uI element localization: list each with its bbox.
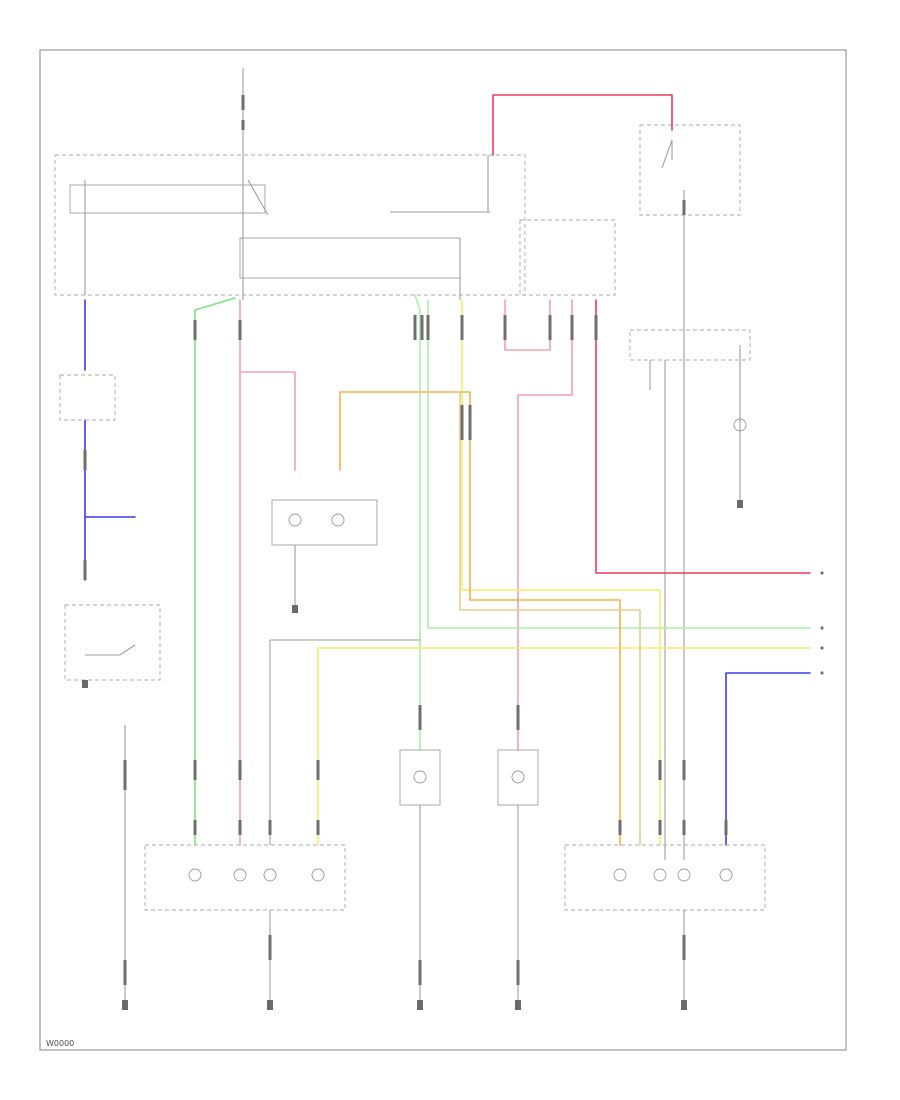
ground-bottom-4 (515, 1000, 521, 1010)
right-terminals (820, 571, 824, 675)
red-wire-top (492, 94, 673, 156)
blue-wire-right (725, 672, 811, 846)
right-side-marker-bulb (511, 770, 525, 784)
ground-bottom-3 (417, 1000, 423, 1010)
relay-inner-left (69, 184, 266, 214)
right-rear-lamp-3 (677, 868, 691, 882)
ground-left-switch (82, 680, 88, 688)
right-rear-lamp-1 (613, 868, 627, 882)
ground-symbol-right-top (737, 500, 743, 508)
figure-code: W0000 (46, 1039, 74, 1048)
pink-wire-loop (504, 299, 551, 351)
red-wire-right (595, 299, 811, 574)
right-rear-combination-lamp (564, 844, 766, 911)
ground-bottom-2 (267, 1000, 273, 1010)
pink-wire-branch (239, 371, 296, 471)
junction-box (54, 154, 526, 296)
left-rear-lamp-2 (233, 868, 247, 882)
flasher-unit (271, 499, 378, 546)
relay-block-right (519, 219, 616, 296)
connector-marks (83, 315, 728, 985)
flasher-right-lamp (331, 513, 345, 527)
ground-bottom-5 (681, 1000, 687, 1010)
pink-wire-center (517, 299, 573, 751)
left-rear-lamp-1 (188, 868, 202, 882)
left-module-box (59, 374, 116, 421)
green-wire-center (414, 294, 421, 751)
flasher-left-lamp (288, 513, 302, 527)
left-switch-box (64, 604, 161, 681)
green-wire-left (194, 297, 236, 846)
yellow-wire-top (461, 299, 661, 846)
turn-relay-box (629, 329, 751, 361)
tan-wire (459, 391, 641, 846)
left-rear-lamp-4 (311, 868, 325, 882)
ground-flasher (292, 605, 298, 613)
left-rear-lamp-3 (263, 868, 277, 882)
right-rear-lamp-4 (719, 868, 733, 882)
yellow-wire-lower (317, 647, 811, 846)
right-rear-lamp-2 (653, 868, 667, 882)
green-wire-long (427, 299, 811, 629)
left-rear-combination-lamp (144, 844, 346, 911)
left-side-marker-bulb (413, 770, 427, 784)
orange-wire (339, 391, 621, 846)
relay-inner-mid (239, 237, 461, 279)
ground-bottom-1 (122, 1000, 128, 1010)
hazard-switch-box (639, 124, 741, 216)
diagram-frame (39, 49, 847, 1051)
